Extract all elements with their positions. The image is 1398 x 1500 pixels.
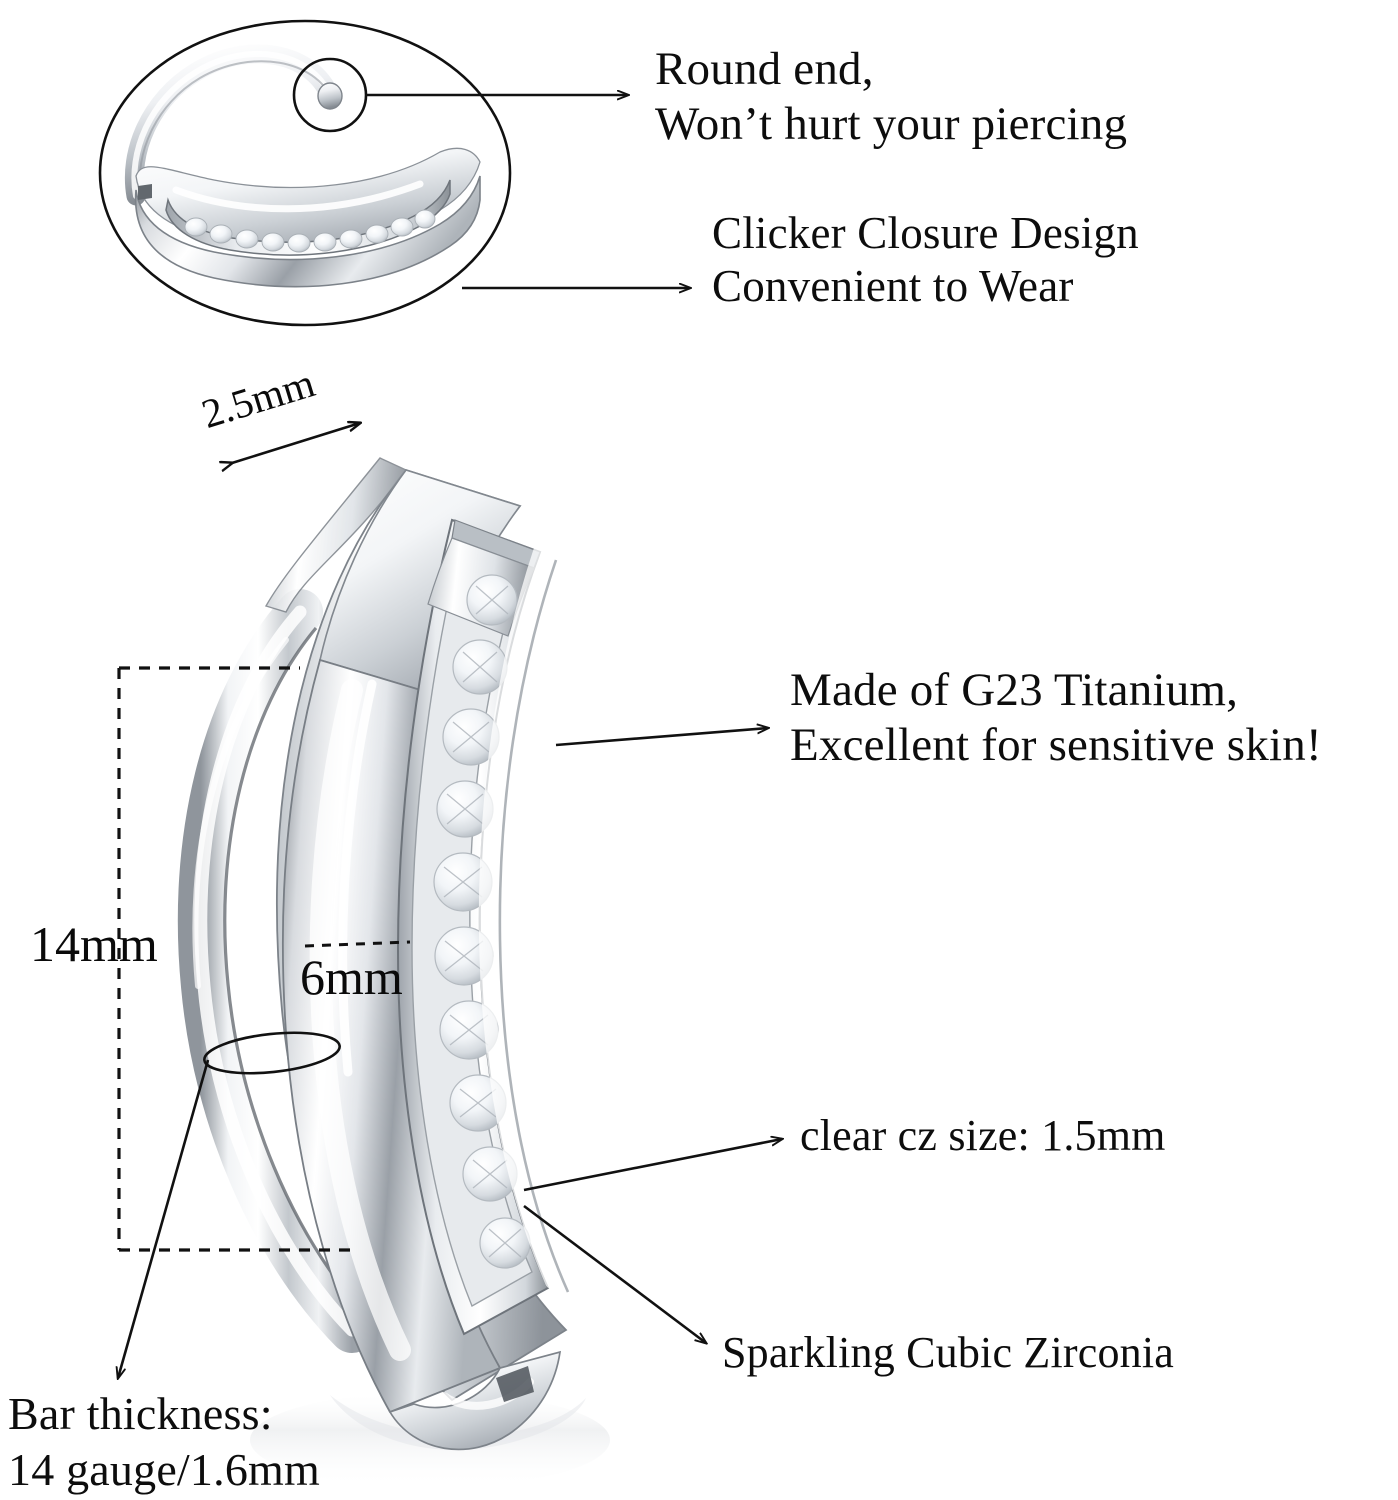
- callout-g23-titanium: Made of G23 Titanium, Excellent for sens…: [790, 664, 1322, 772]
- cz-size-leader-line: [523, 1139, 782, 1192]
- dimension-label-inner-diameter: 6mm: [300, 949, 403, 1005]
- sparkling-leader-line: [523, 1204, 706, 1343]
- width-dimension-arrow: [232, 423, 360, 463]
- callout-clicker-closure: Clicker Closure Design Convenient to Wea…: [712, 208, 1139, 312]
- callout-cz-size: clear cz size: 1.5mm: [800, 1111, 1166, 1160]
- bar-thickness-leader-line: [118, 1059, 210, 1378]
- detail-product-open-ring: [124, 44, 481, 288]
- main-product-clicker-ring: [177, 457, 610, 1488]
- detail-cz-stones: [184, 209, 436, 253]
- dimension-label-height: 14mm: [30, 916, 158, 972]
- callout-round-end: Round end, Wonʼt hurt your piercing: [655, 43, 1128, 151]
- callout-bar-thickness: Bar thickness: 14 gauge/1.6mm: [8, 1388, 320, 1496]
- annotation-lines-layer: [98, 19, 782, 1378]
- detail-ellipse-icon: [98, 19, 512, 327]
- callout-sparkling-cubic-zirconia: Sparkling Cubic Zirconia: [722, 1328, 1175, 1377]
- titanium-leader-line: [555, 728, 768, 747]
- inner-dimension-tick: [304, 940, 411, 948]
- bar-thickness-ellipse-icon: [203, 1031, 341, 1075]
